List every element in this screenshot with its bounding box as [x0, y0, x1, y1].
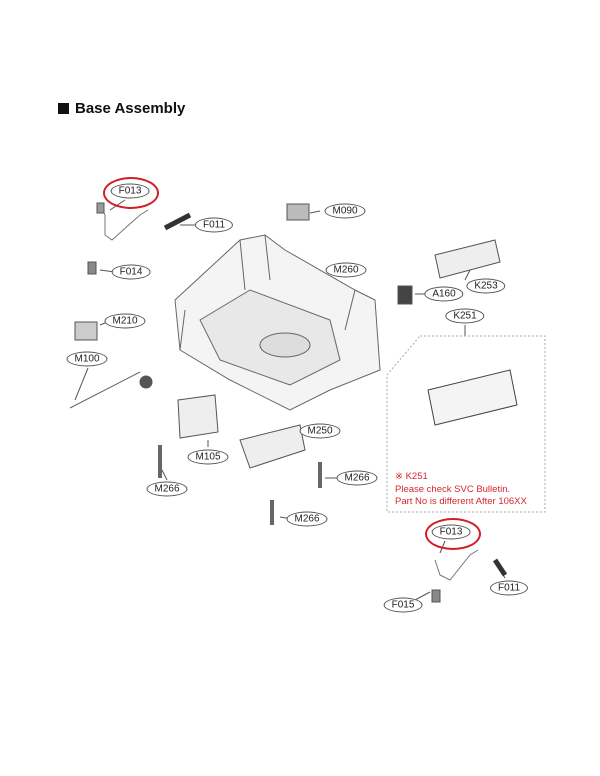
- base-tub-part: [174, 234, 381, 411]
- note-line: Please check SVC Bulletin.: [395, 483, 511, 495]
- part-label-m266[interactable]: M266: [286, 511, 328, 527]
- part-label-a160[interactable]: A160: [424, 286, 464, 302]
- part-label-m266[interactable]: M266: [146, 481, 188, 497]
- part-label-f014[interactable]: F014: [111, 264, 151, 280]
- part-label-m266[interactable]: M266: [336, 470, 378, 486]
- part-label-m260[interactable]: M260: [325, 262, 367, 278]
- title-text: Base Assembly: [75, 100, 186, 117]
- part-label-f013[interactable]: F013: [110, 183, 150, 199]
- k251-note: ※ K251 Please check SVC Bulletin. Part N…: [395, 471, 527, 509]
- note-line: ※ K251: [395, 471, 428, 482]
- part-label-k251[interactable]: K251: [445, 308, 485, 324]
- part-label-m250[interactable]: M250: [299, 423, 341, 439]
- section-title: Base Assembly: [58, 100, 185, 117]
- part-label-f015[interactable]: F015: [383, 597, 423, 613]
- part-label-f011[interactable]: F011: [194, 217, 234, 233]
- part-label-k253[interactable]: K253: [466, 278, 506, 294]
- note-line: Part No is different After 106XX: [395, 496, 527, 507]
- part-label-m105[interactable]: M105: [187, 449, 229, 465]
- highlight-circle: [425, 518, 481, 550]
- part-label-m100[interactable]: M100: [66, 351, 108, 367]
- part-label-m210[interactable]: M210: [104, 313, 146, 329]
- part-label-f011[interactable]: F011: [489, 580, 529, 596]
- square-bullet-icon: [58, 103, 69, 114]
- highlight-circle: [103, 177, 159, 209]
- part-label-f013[interactable]: F013: [431, 524, 471, 540]
- part-label-m090[interactable]: M090: [324, 203, 366, 219]
